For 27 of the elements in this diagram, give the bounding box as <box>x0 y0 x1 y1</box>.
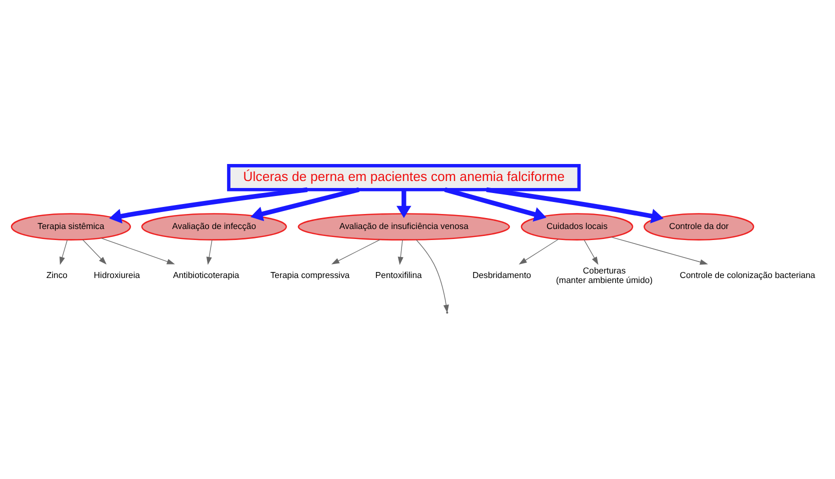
arrow <box>109 187 308 224</box>
node-text: Antibioticoterapia <box>172 270 240 280</box>
node-box: Úlceras de perna em pacientes com anemia falciforme <box>227 164 581 192</box>
node-text: Coberturas (manter ambiente úmido) <box>556 266 653 285</box>
arrow <box>396 190 412 218</box>
node-text: Terapia compressiva <box>270 270 350 280</box>
node-ellipse: Avaliação de infecção <box>141 213 287 240</box>
arrow <box>60 240 68 265</box>
arrow <box>611 236 708 265</box>
node-ellipse: Avaliação de insuficiência venosa <box>298 213 510 240</box>
node-text: Desbridamento <box>472 270 532 280</box>
node-text: Hidroxiureia <box>94 270 140 280</box>
node-text: Pentoxifilina <box>375 270 422 280</box>
arrow <box>584 240 598 265</box>
arrow <box>100 238 175 264</box>
node-ellipse: Controle da dor <box>644 213 754 240</box>
node-text: Zinco <box>46 270 68 280</box>
arrow <box>206 240 212 265</box>
arrow <box>486 187 664 224</box>
node-ellipse: Cuidados locais <box>520 213 634 240</box>
arrow <box>331 239 380 264</box>
arrow <box>250 187 360 222</box>
arrow <box>82 239 107 265</box>
node-text: Controle de colonização bacteriana <box>680 270 816 280</box>
arrow <box>398 240 404 265</box>
arrow <box>518 238 559 264</box>
node-ellipse: Terapia sistêmica <box>10 213 131 240</box>
